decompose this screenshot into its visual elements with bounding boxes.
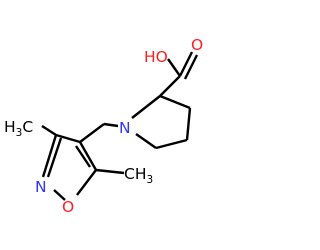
bond-carboxyl-oh <box>167 58 181 77</box>
methyl-5-ch: CH <box>124 165 146 183</box>
bond-carboxyl-o-1 <box>178 51 194 77</box>
atom-label-carbonyl-oxygen: O <box>191 36 203 54</box>
bond-c3-c4 <box>185 107 192 141</box>
methyl-3-c: C <box>22 118 33 136</box>
bond-c5iso-c4iso <box>78 141 98 171</box>
bond-n1-ch2 <box>103 122 119 128</box>
bond-c3iso-n <box>41 134 58 178</box>
bond-c5iso-methyl <box>95 168 125 175</box>
atom-label-isoxazole-oxygen: O <box>62 198 74 216</box>
bond-o-c5iso <box>76 169 97 196</box>
bond-n-o <box>53 189 66 201</box>
methyl-3-subscript: 3 <box>16 127 23 139</box>
bond-c3iso-methyl <box>41 124 57 137</box>
methyl-3-h: H <box>4 118 16 136</box>
bond-c4iso-c3iso <box>55 133 81 144</box>
molecule-canvas: HO O N H3C CH3 N O <box>4 36 203 216</box>
bond-ch2-c4iso <box>79 123 105 143</box>
atom-label-pyrrolidine-nitrogen: N <box>119 119 131 137</box>
bond-n1-c2 <box>131 95 161 119</box>
atom-label-hydroxyl: HO <box>144 48 168 66</box>
atom-label-methyl-3: H3C <box>4 118 33 139</box>
atom-label-methyl-5: CH3 <box>124 165 153 186</box>
bond-c2-carboxyl <box>159 75 181 97</box>
structure-diagram: HO O N H3C CH3 N O <box>4 36 203 216</box>
bond-c2-c3 <box>159 94 191 110</box>
bond-c5iso-c4iso-double <box>75 145 91 168</box>
bond-c5-n1 <box>135 133 157 149</box>
bond-carboxyl-o-2 <box>183 54 199 80</box>
bond-c3iso-n-double <box>46 137 63 178</box>
methyl-5-subscript: 3 <box>146 174 153 186</box>
bond-c4-c5 <box>155 138 188 150</box>
atom-label-isoxazole-nitrogen: N <box>35 178 47 196</box>
